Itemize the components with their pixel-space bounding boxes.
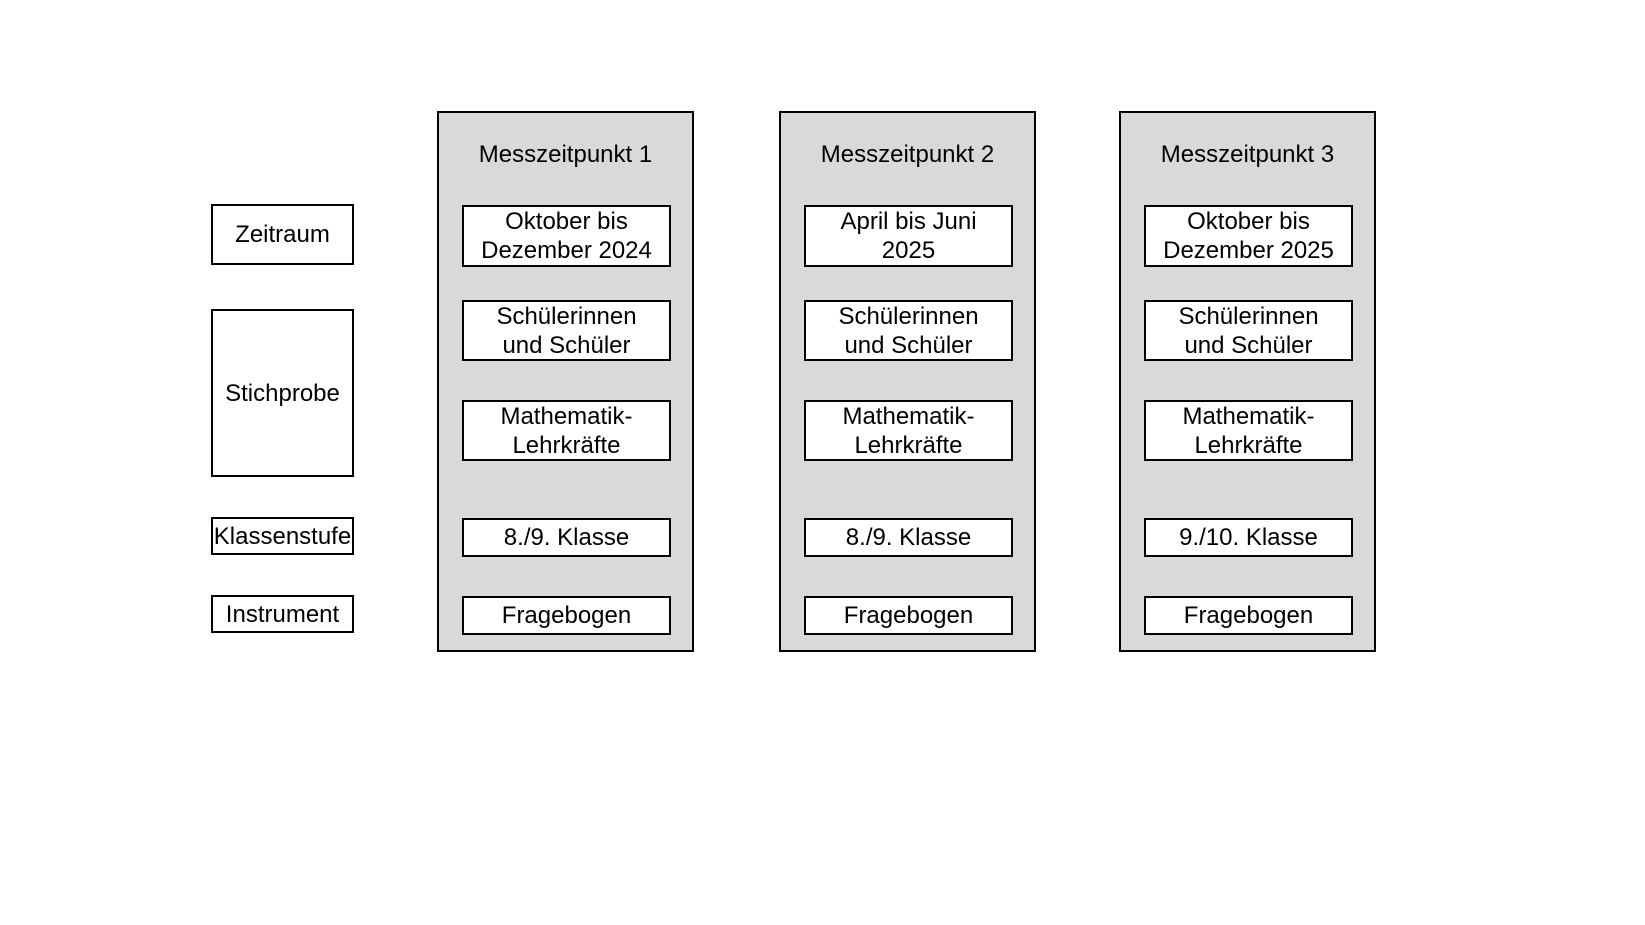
row-label-zeitraum-text: Zeitraum <box>235 221 330 248</box>
column-2-klassenstufe-box: 8./9. Klasse <box>804 518 1013 557</box>
column-1-stichprobe-lehrkraefte-text: Mathematik- Lehrkräfte <box>500 402 633 459</box>
column-3-instrument-text: Fragebogen <box>1183 602 1314 629</box>
column-1-stichprobe-schueler-text: Schülerinnen und Schüler <box>496 302 637 359</box>
column-3-stichprobe-schueler-box: Schülerinnen und Schüler <box>1144 300 1353 361</box>
column-1-instrument-box: Fragebogen <box>462 596 671 635</box>
column-1-klassenstufe-box: 8./9. Klasse <box>462 518 671 557</box>
column-2-title: Messzeitpunkt 2 <box>820 141 995 168</box>
column-2-stichprobe-schueler-text: Schülerinnen und Schüler <box>838 302 979 359</box>
column-2-stichprobe-lehrkraefte-box: Mathematik- Lehrkräfte <box>804 400 1013 461</box>
column-2-zeitraum-text: April bis Juni 2025 <box>840 208 977 264</box>
column-messzeitpunkt-3: Messzeitpunkt 3 Oktober bis Dezember 202… <box>1119 111 1376 652</box>
column-3-zeitraum-box: Oktober bis Dezember 2025 <box>1144 205 1353 267</box>
column-2-instrument-text: Fragebogen <box>843 602 974 629</box>
column-1-title: Messzeitpunkt 1 <box>478 141 653 168</box>
row-label-klassenstufe-text: Klassenstufe <box>213 522 352 550</box>
column-1-klassenstufe-text: 8./9. Klasse <box>503 524 630 551</box>
column-2-stichprobe-schueler-box: Schülerinnen und Schüler <box>804 300 1013 361</box>
column-2-instrument-box: Fragebogen <box>804 596 1013 635</box>
column-3-stichprobe-lehrkraefte-box: Mathematik- Lehrkräfte <box>1144 400 1353 461</box>
row-label-stichprobe-text: Stichprobe <box>225 379 340 407</box>
column-3-zeitraum-text: Oktober bis Dezember 2025 <box>1163 208 1334 264</box>
row-label-stichprobe: Stichprobe <box>211 309 354 477</box>
column-2-stichprobe-lehrkraefte-text: Mathematik- Lehrkräfte <box>842 402 975 459</box>
row-label-instrument: Instrument <box>211 595 354 633</box>
column-1-stichprobe-lehrkraefte-box: Mathematik- Lehrkräfte <box>462 400 671 461</box>
column-1-zeitraum-box: Oktober bis Dezember 2024 <box>462 205 671 267</box>
column-3-title: Messzeitpunkt 3 <box>1160 141 1335 168</box>
column-1-stichprobe-schueler-box: Schülerinnen und Schüler <box>462 300 671 361</box>
column-messzeitpunkt-1: Messzeitpunkt 1 Oktober bis Dezember 202… <box>437 111 694 652</box>
column-2-klassenstufe-text: 8./9. Klasse <box>845 524 972 551</box>
column-1-instrument-text: Fragebogen <box>501 602 632 629</box>
row-label-klassenstufe: Klassenstufe <box>211 517 354 555</box>
row-label-zeitraum: Zeitraum <box>211 204 354 265</box>
column-2-zeitraum-box: April bis Juni 2025 <box>804 205 1013 267</box>
column-3-klassenstufe-box: 9./10. Klasse <box>1144 518 1353 557</box>
row-label-instrument-text: Instrument <box>225 600 340 628</box>
column-3-klassenstufe-text: 9./10. Klasse <box>1179 524 1318 551</box>
column-3-instrument-box: Fragebogen <box>1144 596 1353 635</box>
column-messzeitpunkt-2: Messzeitpunkt 2 April bis Juni 2025 Schü… <box>779 111 1036 652</box>
column-3-stichprobe-schueler-text: Schülerinnen und Schüler <box>1178 302 1319 359</box>
column-1-zeitraum-text: Oktober bis Dezember 2024 <box>481 208 652 264</box>
column-3-stichprobe-lehrkraefte-text: Mathematik- Lehrkräfte <box>1182 402 1315 459</box>
